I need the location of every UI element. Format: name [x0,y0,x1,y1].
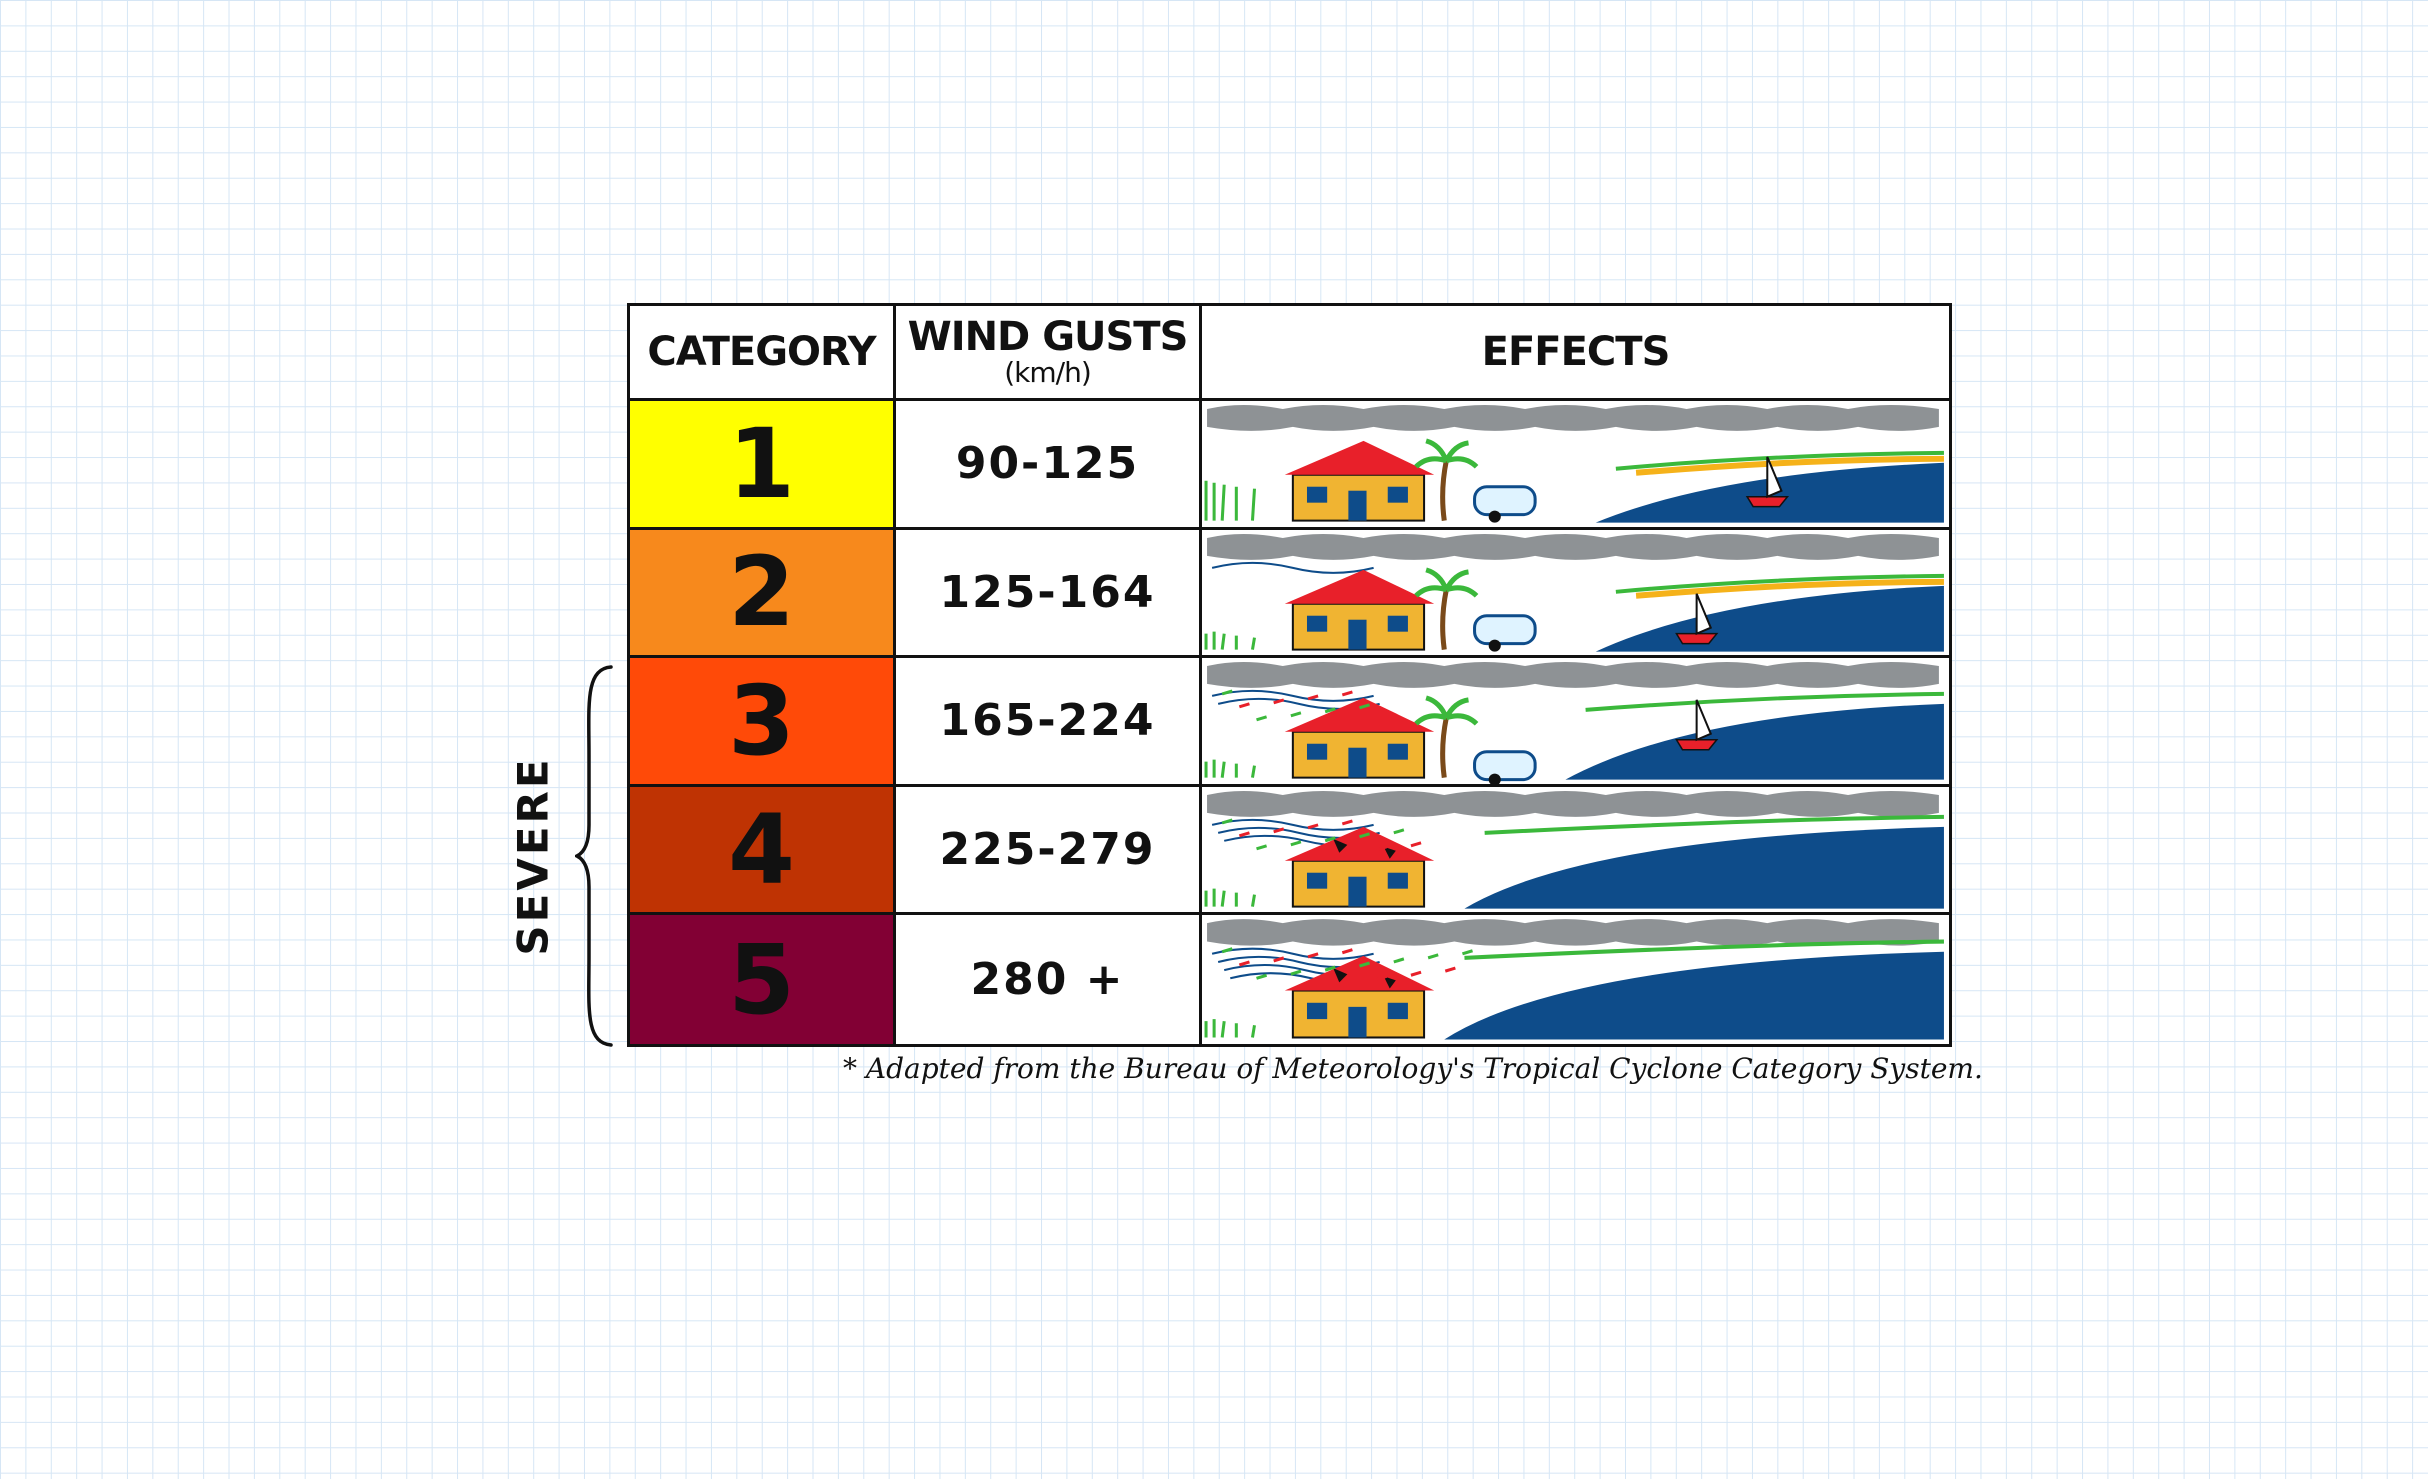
header-effects-label: EFFECTS [1481,329,1671,375]
header-wind-units: (km/h) [1004,356,1092,389]
gusts-range: 280 + [970,954,1125,1006]
category-number: 1 [728,407,795,520]
header-effects: EFFECTS [1202,306,1949,401]
effects-cell-1 [1202,401,1949,530]
severe-brace-icon [575,665,613,1047]
gusts-cell-3: 165-224 [896,658,1202,787]
storm-effects-icon [1204,533,1944,652]
category-number: 5 [728,923,795,1036]
effects-cell-4 [1202,787,1949,916]
header-wind-gusts: WIND GUSTS (km/h) [896,306,1202,401]
category-cell-1: 1 [630,401,896,530]
storm-effects-icon [1204,662,1944,784]
gusts-cell-5: 280 + [896,915,1202,1044]
gusts-range: 225-279 [939,824,1156,876]
category-cell-3: 3 [630,658,896,787]
gusts-cell-2: 125-164 [896,529,1202,659]
category-number: 2 [728,536,795,649]
gusts-cell-1: 90-125 [896,401,1202,530]
category-cell-5: 5 [630,915,896,1044]
gusts-range: 90-125 [955,438,1140,490]
category-cell-2: 2 [630,529,896,659]
category-number: 4 [728,793,795,906]
effects-cell-5 [1202,915,1949,1044]
header-wind-gusts-label: WIND GUSTS [907,314,1189,360]
severe-label: SEVERE [508,756,558,956]
storm-effects-icon [1204,404,1944,523]
effects-cell-3 [1202,658,1949,787]
gusts-cell-4: 225-279 [896,786,1202,916]
storm-effects-icon [1204,919,1944,1040]
gusts-range: 125-164 [939,566,1156,618]
storm-effects-icon [1204,790,1944,909]
effects-cell-2 [1202,530,1949,659]
header-category: CATEGORY [630,306,896,401]
gusts-range: 165-224 [939,695,1156,747]
category-number: 3 [728,664,795,777]
category-cell-4: 4 [630,786,896,916]
source-footnote: * Adapted from the Bureau of Meteorology… [843,1052,1983,1085]
cyclone-category-table: CATEGORY WIND GUSTS (km/h) EFFECTS 1 90-… [627,303,1952,1047]
header-category-label: CATEGORY [647,329,876,375]
